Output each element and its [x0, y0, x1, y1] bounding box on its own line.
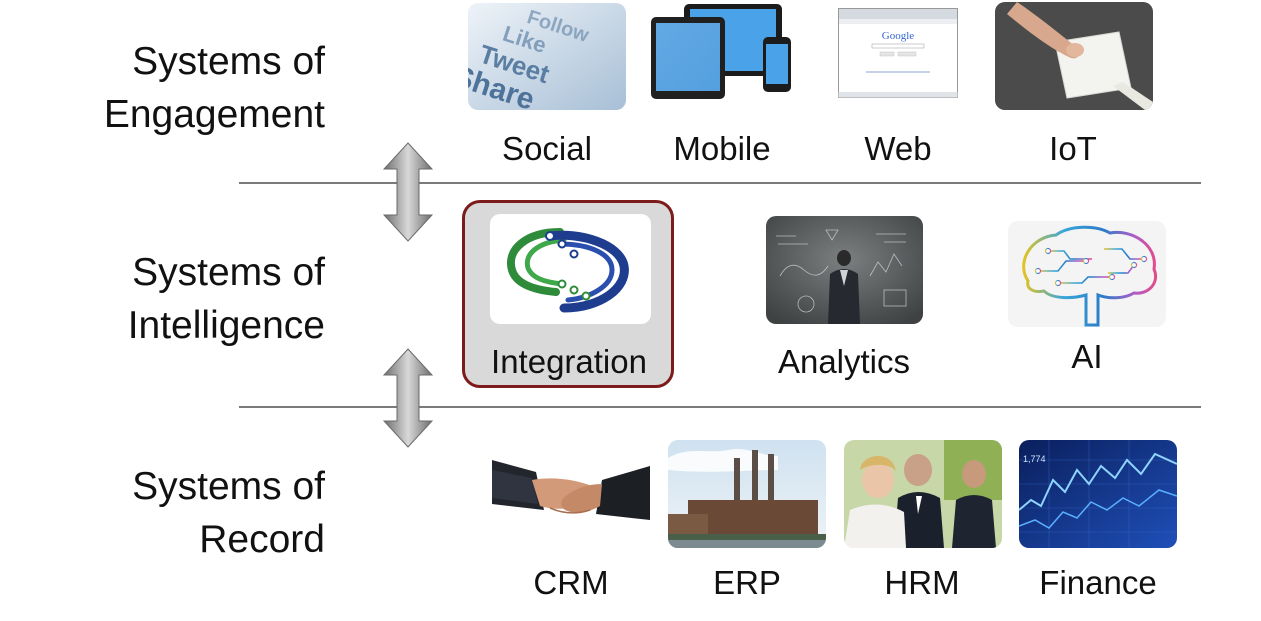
social-image: Follow Like Tweet Share: [468, 3, 626, 110]
row-label-engagement-line1: Systems of: [132, 40, 325, 83]
integration-logo-icon: [506, 228, 629, 313]
hrm-people-image: [844, 440, 1002, 548]
caption-social: Social: [502, 130, 592, 167]
ai-brain-image: [1008, 221, 1166, 327]
caption-analytics: Analytics: [777, 343, 911, 380]
row-label-record-line1: Systems of: [132, 465, 325, 508]
finance-chart-image: 1,774: [1019, 440, 1177, 548]
divider-top: [239, 182, 1201, 184]
row-label-record: Systems of Record: [20, 460, 325, 566]
caption-iot: IoT: [1049, 130, 1097, 167]
row-label-intelligence-line2: Intelligence: [127, 304, 325, 347]
divider-bottom: [239, 406, 1201, 408]
row-label-record-line2: Record: [199, 518, 325, 561]
row-label-intelligence: Systems of Intelligence: [20, 246, 325, 352]
google-logo: Google: [882, 30, 915, 42]
erp-factory-image: [668, 440, 826, 548]
row-label-intelligence-line1: Systems of: [132, 251, 325, 294]
integration-logo-tile: [490, 214, 651, 324]
caption-finance: Finance: [1039, 564, 1157, 601]
caption-integration: Integration: [491, 343, 647, 380]
row-label-engagement-line2: Engagement: [103, 93, 325, 136]
caption-mobile: Mobile: [673, 130, 771, 167]
finance-number-label: 1,774: [1023, 454, 1046, 464]
mobile-devices-image: [651, 4, 791, 99]
caption-hrm: HRM: [884, 564, 960, 601]
iot-image: [995, 2, 1153, 110]
row-label-engagement: Systems of Engagement: [20, 35, 325, 141]
caption-erp: ERP: [713, 564, 781, 601]
double-arrow-icon: [383, 348, 433, 448]
caption-crm: CRM: [533, 564, 609, 601]
caption-ai: AI: [1071, 338, 1103, 375]
double-arrow-icon: [383, 142, 433, 242]
crm-handshake-image: [492, 440, 650, 548]
web-browser-image: Google: [838, 8, 958, 98]
analytics-image: [766, 216, 923, 324]
caption-web: Web: [864, 130, 932, 167]
